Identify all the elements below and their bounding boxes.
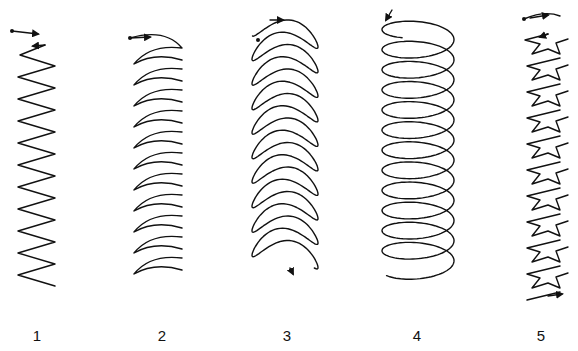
start-dot <box>10 29 14 33</box>
crescent-pattern <box>130 35 182 274</box>
callout-number: 2 <box>158 328 166 343</box>
direction-arrow <box>12 31 38 34</box>
callout-number: 5 <box>537 328 545 343</box>
direction-arrow <box>270 19 283 20</box>
direction-arrow <box>540 34 548 37</box>
direction-arrow <box>130 37 150 38</box>
start-dot <box>256 38 260 42</box>
direction-arrow <box>548 294 562 296</box>
callout-number: 3 <box>283 328 291 343</box>
coil-pattern <box>382 21 454 279</box>
direction-arrow <box>290 268 293 274</box>
callout-number: 1 <box>33 328 41 343</box>
direction-arrow <box>530 15 548 18</box>
direction-arrow <box>386 10 392 20</box>
zigzag-pattern <box>18 45 55 286</box>
direction-arrow <box>33 45 45 46</box>
start-dot <box>522 17 526 21</box>
figure-eight-pattern <box>252 20 318 269</box>
jagged-pattern <box>524 14 568 300</box>
callout-number: 4 <box>413 328 421 343</box>
start-dot <box>128 36 132 40</box>
